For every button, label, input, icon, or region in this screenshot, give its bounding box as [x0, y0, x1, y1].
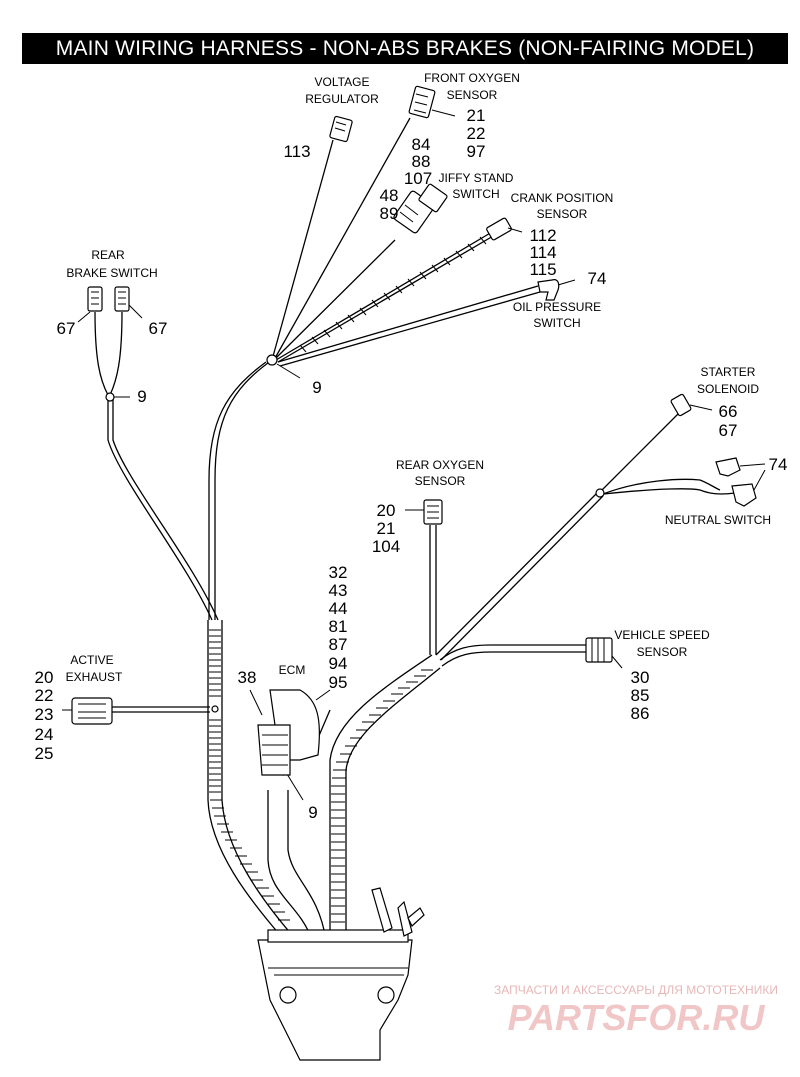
callout-exhaust-2: 22	[35, 686, 54, 705]
callout-brake-left: 67	[57, 319, 76, 338]
crank-position-sensor-connector	[486, 217, 523, 241]
callout-vss-2: 85	[631, 686, 650, 705]
harness-wires	[94, 117, 736, 941]
label-crank-2: SENSOR	[537, 207, 588, 221]
label-crank-1: CRANK POSITION	[511, 191, 614, 205]
callout-exhaust-1: 20	[35, 668, 54, 687]
callout-vss-3: 86	[631, 704, 650, 723]
callout-neutral: 74	[769, 455, 788, 474]
callout-starter-1: 66	[719, 402, 738, 421]
label-ecm: ECM	[279, 663, 306, 677]
label-voltage-regulator-2: REGULATOR	[305, 92, 379, 106]
active-exhaust-connector	[62, 697, 113, 725]
oil-pressure-switch-connector	[537, 279, 576, 301]
watermark-logo: PARTSFOR.RU	[508, 997, 766, 1038]
callout-brake-clip: 9	[137, 387, 146, 406]
vehicle-speed-sensor-connector	[585, 637, 623, 669]
rear-oxygen-sensor-connector	[405, 499, 443, 525]
callout-ecm-6: 94	[329, 654, 348, 673]
watermark-tagline: ЗАПЧАСТИ И АКСЕССУАРЫ ДЛЯ МОТОТЕХНИКИ	[494, 983, 778, 997]
callout-ecm-5: 87	[329, 635, 348, 654]
callout-exhaust-5: 25	[35, 744, 54, 763]
callout-exhaust-4: 24	[35, 725, 54, 744]
callout-ecm-clip: 9	[308, 803, 317, 822]
cable-clips	[105, 354, 605, 801]
front-oxygen-sensor-connector	[408, 85, 456, 119]
callout-ecm-1: 32	[329, 563, 348, 582]
callout-brake-right: 67	[149, 319, 168, 338]
callout-jiffy-up-2: 88	[412, 152, 431, 171]
label-front-oxygen-1: FRONT OXYGEN	[424, 71, 520, 85]
label-neutral: NEUTRAL SWITCH	[665, 513, 771, 527]
callout-jiffy-up-1: 84	[412, 135, 431, 154]
callout-oil: 74	[588, 269, 607, 288]
label-rear-brake-1: REAR	[91, 248, 125, 262]
label-oil-1: OIL PRESSURE	[513, 300, 601, 314]
label-rear-oxygen-1: REAR OXYGEN	[396, 458, 484, 472]
label-voltage-regulator-1: VOLTAGE	[315, 75, 370, 89]
callout-jiffy-lo-2: 89	[380, 204, 399, 223]
callout-jiffy-up-3: 107	[404, 169, 432, 188]
label-active-exhaust-2: EXHAUST	[66, 670, 123, 684]
callout-main-clip: 9	[312, 378, 321, 397]
callout-ecm-7: 95	[329, 673, 348, 692]
label-jiffy-1: JIFFY STAND	[439, 171, 514, 185]
jiffy-stand-switch-connector	[393, 183, 448, 234]
callout-113: 113	[283, 142, 310, 161]
page-title: MAIN WIRING HARNESS - NON-ABS BRAKES (NO…	[22, 33, 788, 64]
callout-ecm-3: 44	[329, 599, 348, 618]
callout-rear-o2-2: 21	[377, 519, 396, 538]
callout-ecm-2: 43	[329, 581, 348, 600]
callout-vss-1: 30	[631, 668, 650, 687]
callout-jiffy-lo-1: 48	[380, 186, 399, 205]
ecm-module	[249, 689, 331, 776]
label-starter-1: STARTER	[701, 365, 756, 379]
callout-rear-o2-1: 20	[377, 501, 396, 520]
callout-rear-o2-3: 104	[372, 537, 400, 556]
callout-crank-1: 112	[529, 226, 556, 245]
neutral-switch-connectors	[715, 457, 766, 507]
callout-ecm-4: 81	[329, 617, 348, 636]
callout-front-o2-2: 22	[467, 124, 486, 143]
callout-ecm-bracket: 38	[238, 668, 257, 687]
label-starter-2: SOLENOID	[697, 382, 759, 396]
callout-starter-2: 67	[719, 421, 738, 440]
label-vss-2: SENSOR	[637, 645, 688, 659]
label-oil-2: SWITCH	[533, 316, 580, 330]
label-jiffy-2: SWITCH	[452, 187, 499, 201]
label-rear-brake-2: BRAKE SWITCH	[66, 266, 157, 280]
callout-front-o2-3: 97	[467, 142, 486, 161]
label-active-exhaust-1: ACTIVE	[70, 653, 113, 667]
callout-numbers: 113 21 22 97 84 88 107 48 89 112 114 115…	[35, 106, 788, 822]
rear-brake-switch-connectors	[77, 286, 143, 323]
label-front-oxygen-2: SENSOR	[447, 88, 498, 102]
starter-solenoid-connector	[670, 393, 713, 417]
label-rear-oxygen-2: SENSOR	[415, 474, 466, 488]
voltage-regulator-connector	[329, 115, 353, 143]
label-vss-1: VEHICLE SPEED	[614, 628, 710, 642]
component-labels: VOLTAGE REGULATOR FRONT OXYGEN SENSOR JI…	[66, 71, 771, 684]
watermark: ЗАПЧАСТИ И АКСЕССУАРЫ ДЛЯ МОТОТЕХНИКИ PA…	[494, 983, 778, 1038]
callout-front-o2-1: 21	[467, 106, 486, 125]
callout-crank-2: 114	[529, 243, 556, 262]
callout-exhaust-3: 23	[35, 705, 54, 724]
callout-crank-3: 115	[529, 260, 556, 279]
frame-junction	[257, 887, 425, 1061]
conduit-ribs	[209, 236, 487, 931]
